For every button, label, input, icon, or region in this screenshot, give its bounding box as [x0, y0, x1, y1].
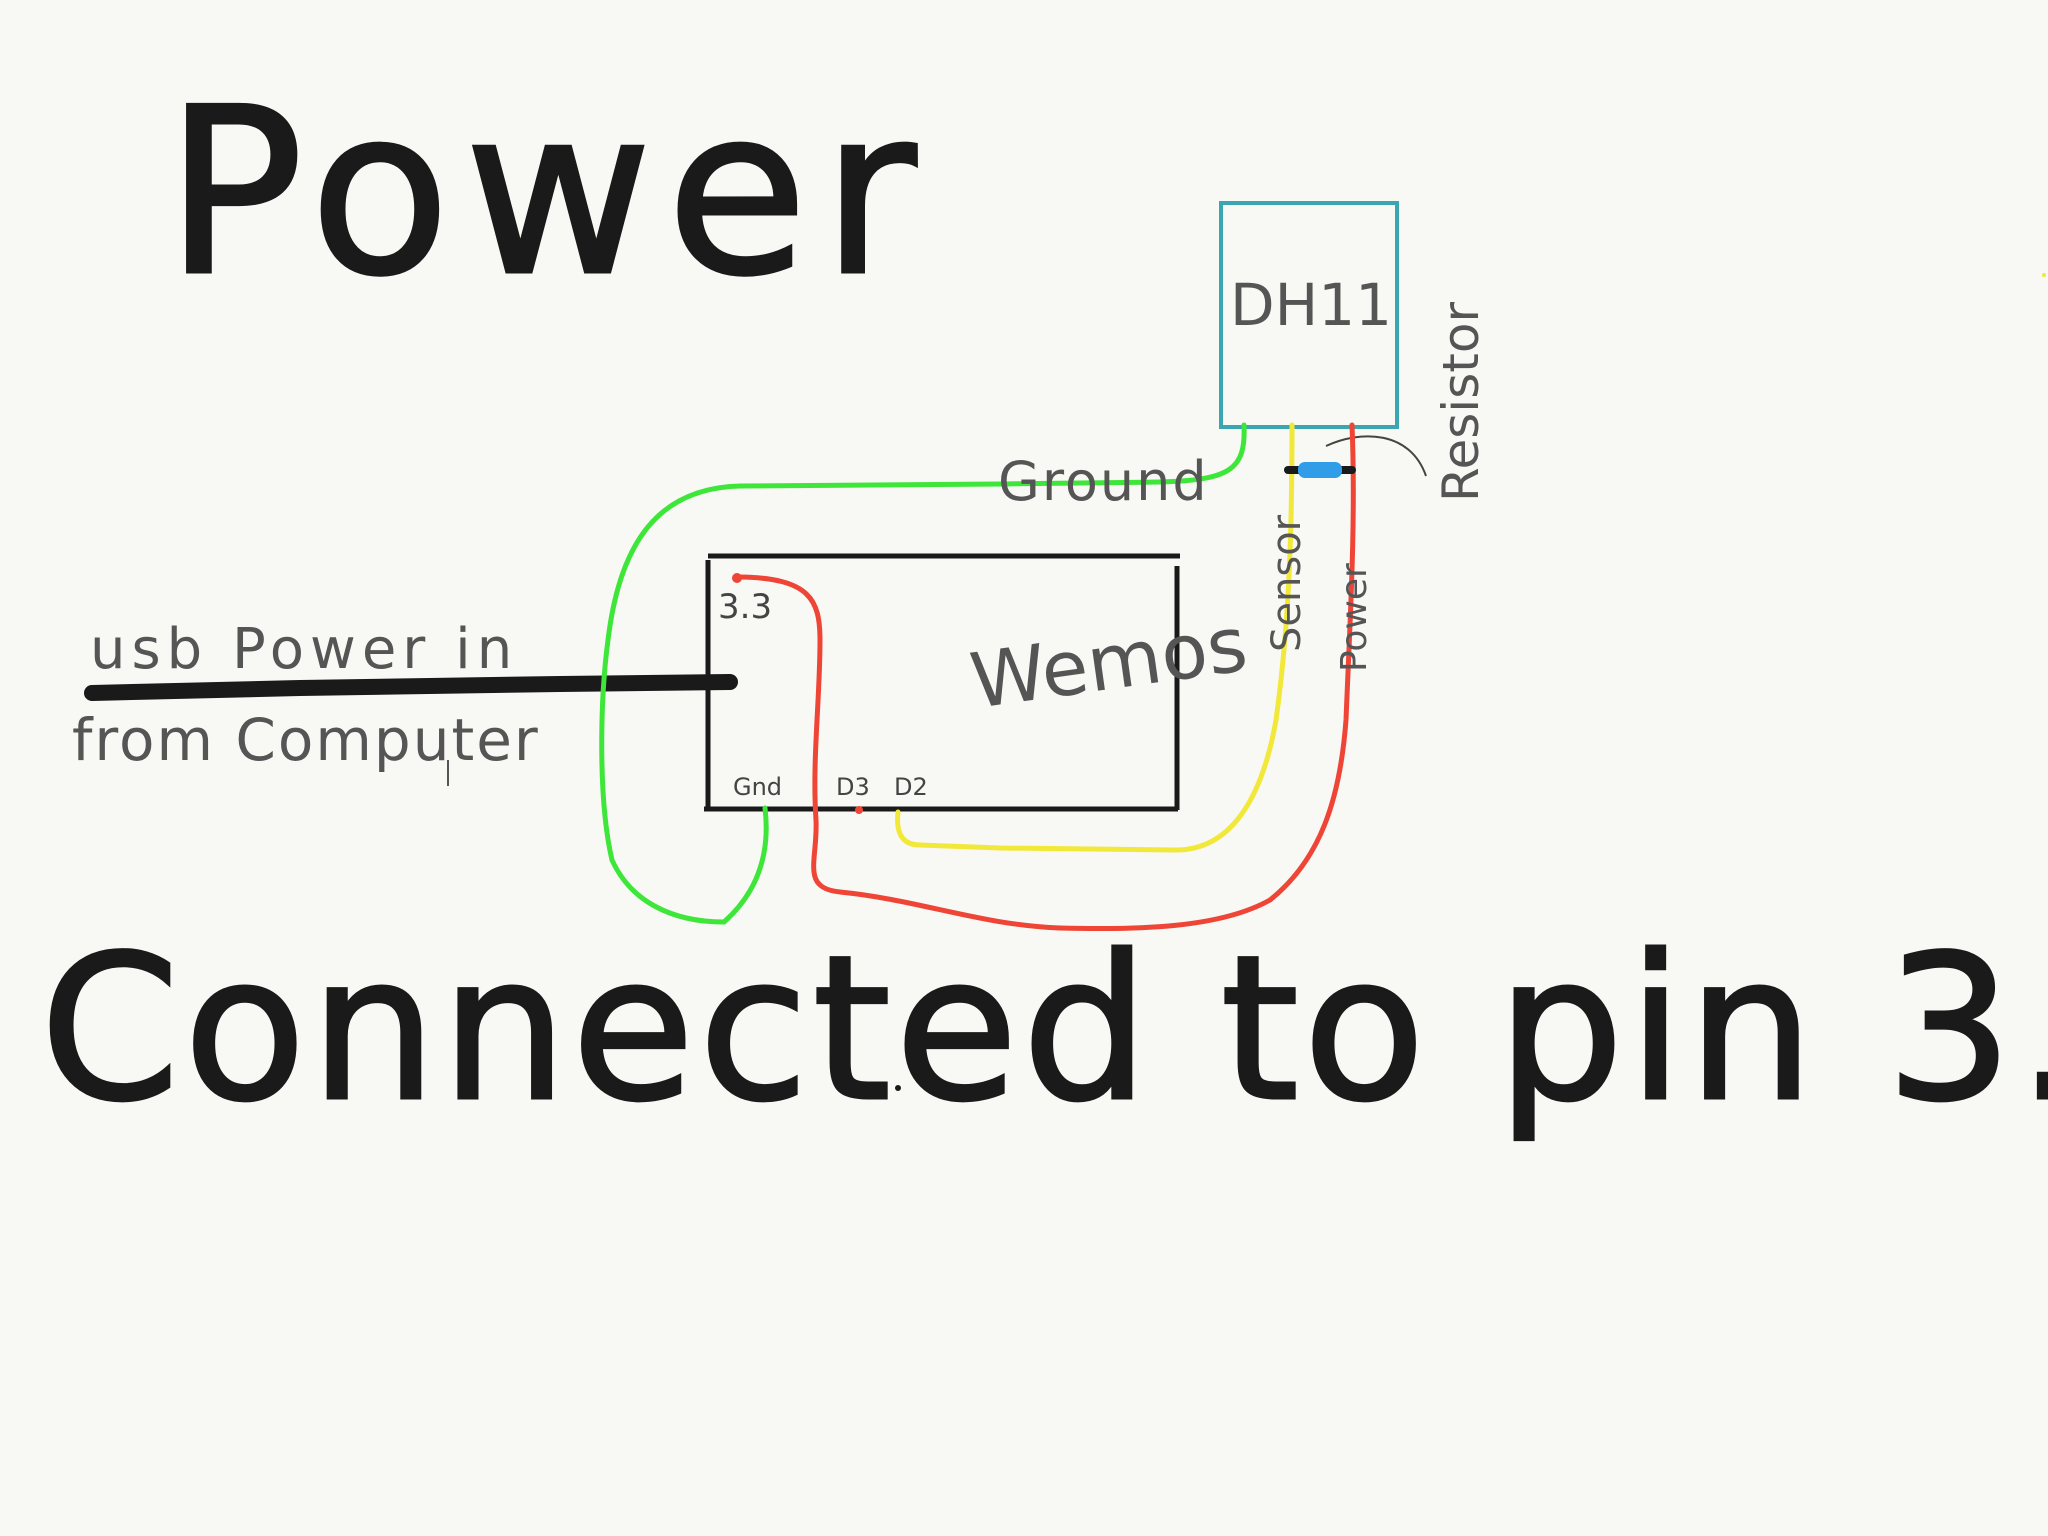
stray-mark: [2042, 273, 2046, 277]
power-wire: [737, 422, 1356, 932]
pin-d3-dot: [855, 806, 863, 814]
pin-d2-label: D2: [894, 773, 928, 801]
pin-3v3-label: 3.3: [718, 587, 772, 627]
wemos-label: Wemos: [965, 599, 1252, 726]
usb-cable: [84, 674, 738, 701]
sensor-label: Sensor: [1264, 514, 1310, 652]
usb-label-line2: from Computer: [72, 706, 540, 774]
pin-d3-label: D3: [836, 773, 870, 801]
dh11-label: DH11: [1230, 271, 1392, 339]
resistor-body: [1298, 462, 1342, 478]
sensor-wire: [895, 422, 1295, 853]
dh11-sensor-box: [1219, 201, 1399, 429]
stray-dot: [895, 1085, 901, 1091]
pin-gnd-label: Gnd: [733, 773, 782, 801]
power-label: Power: [1334, 563, 1375, 672]
caption: Connected to pin 3.3: [40, 913, 2048, 1146]
resistor-label: Resistor: [1432, 302, 1490, 502]
resistor-leader-line: [1325, 435, 1427, 477]
ground-wire: [599, 422, 1247, 925]
page-title: Power: [165, 60, 930, 327]
ground-label: Ground: [998, 450, 1209, 513]
usb-label-line1: usb Power in: [90, 617, 518, 682]
